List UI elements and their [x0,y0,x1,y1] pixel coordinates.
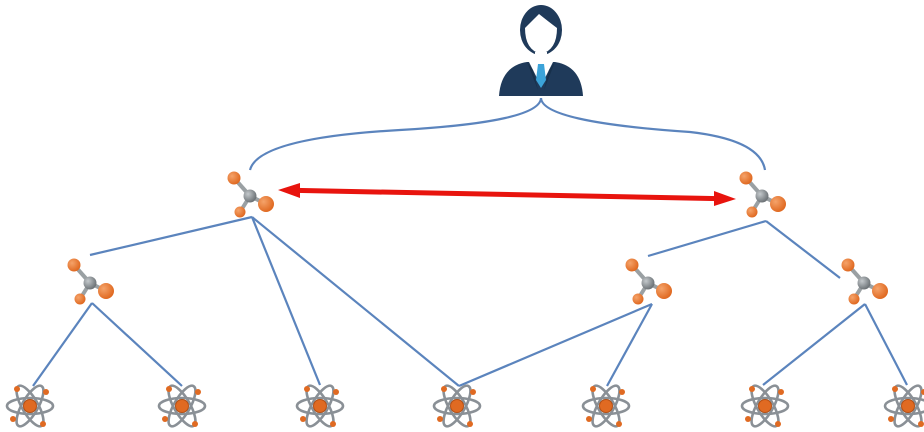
person-icon [499,5,583,96]
edge-m5-a7 [864,303,908,386]
nodes-layer [5,5,924,428]
atom-icon [5,384,55,428]
edge-m5-a6 [762,303,866,386]
edges-layer [32,97,908,388]
atom-icon [157,384,207,428]
atom-icon [581,384,631,428]
atom-icon [295,384,345,428]
molecule-icon [739,171,786,218]
edge-m2-m4 [647,219,767,258]
molecule-icon [227,171,274,218]
atom-icon [432,384,482,428]
atom-icon [740,384,790,428]
molecule-icon [67,258,114,305]
edge-m4-a5 [606,303,653,387]
edge-m1-a4 [251,216,460,387]
arrowhead-left [278,183,300,198]
edge-m1-a3 [250,216,322,386]
edge-m4-a4 [458,302,653,388]
molecule-icon [841,258,888,305]
brace-edge-root-m1 [248,97,543,171]
molecule-icon [625,258,672,305]
edge-m2-m5 [765,220,841,279]
edge-m3-a1 [32,302,93,387]
relation-arrow [278,183,736,206]
edge-m3-a2 [91,302,183,387]
edge-m1-m3 [89,215,253,257]
atom-icon [883,384,924,428]
arrowhead-right [714,191,736,206]
brace-edge-root-m2 [539,97,767,171]
